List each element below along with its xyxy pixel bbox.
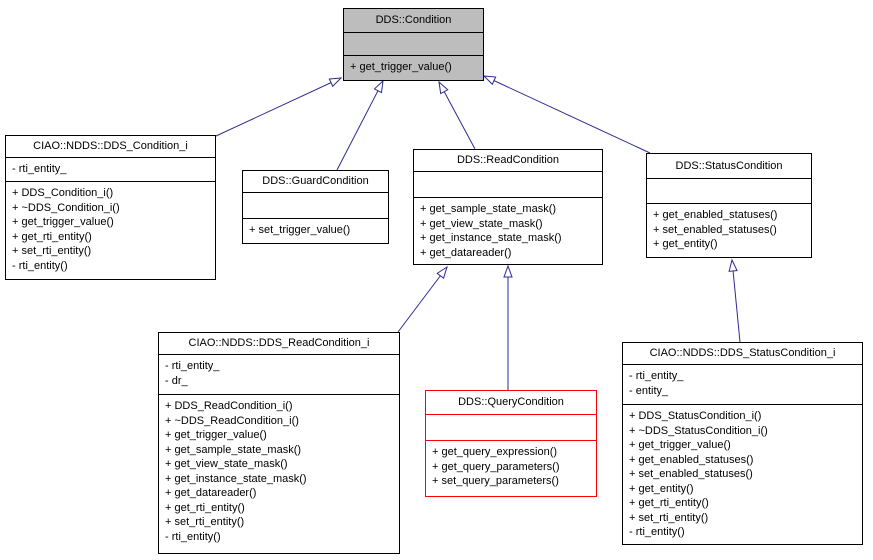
method-label: + get_datareader() bbox=[420, 246, 512, 259]
method-label: + get_view_state_mask() bbox=[165, 458, 288, 470]
method-label: + get_instance_state_mask() bbox=[420, 232, 562, 244]
methods-compartment: + DDS_ReadCondition_i() + ~DDS_ReadCondit… bbox=[159, 395, 399, 553]
method-label: + get_sample_state_mask() bbox=[165, 443, 302, 456]
method-label: + set_enabled_statuses() bbox=[629, 468, 753, 480]
attributes-compartment bbox=[344, 33, 483, 56]
method-label: - rti_entity() bbox=[629, 526, 685, 538]
method-label: + get_enabled_statuses() bbox=[653, 209, 778, 221]
methods-compartment: + DDS_Condition_i() + ~DDS_Condition_i() +… bbox=[6, 182, 215, 279]
class-title: DDS::ReadCondition bbox=[414, 150, 602, 172]
methods-compartment: + DDS_StatusCondition_i() + ~DDS_StatusCo… bbox=[623, 405, 862, 544]
method-label: + DDS_Condition_i() bbox=[12, 187, 114, 199]
methods-compartment: + get_sample_state_mask() + get_view_stat… bbox=[414, 198, 602, 264]
attributes-compartment bbox=[426, 415, 596, 441]
methods-compartment: + get_trigger_value() bbox=[344, 56, 483, 80]
method-label: + set_query_parameters() bbox=[432, 475, 559, 487]
method-label: + get_query_expression() bbox=[432, 446, 558, 458]
method-label: + get_trigger_value() bbox=[165, 429, 267, 441]
method-label: + get_rti_entity() bbox=[629, 497, 709, 509]
class-node-query[interactable]: DDS::QueryCondition+ get_query_expressio… bbox=[425, 390, 597, 497]
attribute-label: - rti_entity_ bbox=[165, 360, 220, 372]
method-label: + get_view_state_mask() bbox=[420, 217, 543, 230]
method-label: + get_instance_state_mask() bbox=[165, 472, 307, 485]
attributes-compartment bbox=[647, 179, 811, 204]
method-label: + get_datareader() bbox=[165, 487, 257, 499]
method-label: + ~DDS_Condition_i() bbox=[12, 201, 120, 214]
attributes-compartment bbox=[414, 172, 602, 198]
class-title: DDS::GuardCondition bbox=[243, 171, 388, 193]
inheritance-edge-read_i-to-read bbox=[397, 265, 448, 333]
inheritance-edge-status_i-to-status bbox=[728, 258, 741, 343]
method-label: + get_trigger_value() bbox=[350, 61, 452, 73]
method-label: + DDS_ReadCondition_i() bbox=[165, 400, 293, 412]
method-label: + set_enabled_statuses() bbox=[653, 223, 777, 236]
class-title: DDS::StatusCondition bbox=[647, 154, 811, 179]
attribute-label: - rti_entity_ bbox=[629, 370, 684, 382]
attributes-compartment: - rti_entity_ - entity_ bbox=[623, 365, 862, 405]
class-node-status_i[interactable]: CIAO::NDDS::DDS_StatusCondition_i- rti_e… bbox=[622, 342, 863, 545]
inheritance-edge-dds_condition_i-to-condition bbox=[215, 77, 343, 137]
method-label: + ~DDS_ReadCondition_i() bbox=[165, 414, 299, 427]
method-label: + get_query_parameters() bbox=[432, 460, 560, 473]
method-label: - rti_entity() bbox=[165, 530, 221, 543]
method-label: + get_entity() bbox=[653, 238, 718, 250]
class-node-dds_condition_i[interactable]: CIAO::NDDS::DDS_Condition_i- rti_entity_… bbox=[5, 135, 216, 280]
attribute-label: - entity_ bbox=[629, 384, 669, 397]
class-node-read[interactable]: DDS::ReadCondition+ get_sample_state_mas… bbox=[413, 149, 603, 265]
methods-compartment: + get_query_expression() + get_query_para… bbox=[426, 441, 596, 496]
inheritance-edge-read-to-condition bbox=[438, 80, 476, 150]
class-title: CIAO::NDDS::DDS_ReadCondition_i bbox=[159, 333, 399, 355]
methods-compartment: + get_enabled_statuses() + set_enabled_st… bbox=[647, 204, 811, 257]
class-node-condition[interactable]: DDS::Condition+ get_trigger_value() bbox=[343, 8, 484, 81]
method-label: + set_rti_entity() bbox=[629, 511, 709, 524]
inheritance-edge-status-to-condition bbox=[482, 75, 651, 154]
class-node-read_i[interactable]: CIAO::NDDS::DDS_ReadCondition_i- rti_ent… bbox=[158, 332, 400, 554]
class-title: DDS::QueryCondition bbox=[426, 391, 596, 415]
method-label: + get_rti_entity() bbox=[12, 230, 92, 243]
method-label: - rti_entity() bbox=[12, 259, 68, 272]
methods-compartment: + set_trigger_value() bbox=[243, 219, 388, 243]
method-label: + get_trigger_value() bbox=[12, 216, 114, 228]
method-label: + set_rti_entity() bbox=[165, 516, 245, 528]
method-label: + get_trigger_value() bbox=[629, 439, 731, 451]
method-label: + get_sample_state_mask() bbox=[420, 203, 557, 215]
attribute-label: - rti_entity_ bbox=[12, 163, 67, 175]
method-label: + set_trigger_value() bbox=[249, 224, 351, 236]
class-node-status[interactable]: DDS::StatusCondition+ get_enabled_status… bbox=[646, 153, 812, 258]
class-title: CIAO::NDDS::DDS_Condition_i bbox=[6, 136, 215, 158]
attributes-compartment bbox=[243, 193, 388, 219]
method-label: + get_rti_entity() bbox=[165, 501, 245, 514]
class-title: CIAO::NDDS::DDS_StatusCondition_i bbox=[623, 343, 862, 365]
attributes-compartment: - rti_entity_ - dr_ bbox=[159, 355, 399, 395]
method-label: + get_entity() bbox=[629, 482, 694, 495]
class-title: DDS::Condition bbox=[344, 9, 483, 33]
method-label: + DDS_StatusCondition_i() bbox=[629, 410, 762, 422]
method-label: + get_enabled_statuses() bbox=[629, 453, 754, 466]
attribute-label: - dr_ bbox=[165, 374, 188, 387]
class-node-guard[interactable]: DDS::GuardCondition+ set_trigger_value() bbox=[242, 170, 389, 244]
attributes-compartment: - rti_entity_ bbox=[6, 158, 215, 182]
inheritance-edge-guard-to-condition bbox=[336, 79, 384, 171]
method-label: + set_rti_entity() bbox=[12, 245, 92, 257]
method-label: + ~DDS_StatusCondition_i() bbox=[629, 424, 768, 437]
